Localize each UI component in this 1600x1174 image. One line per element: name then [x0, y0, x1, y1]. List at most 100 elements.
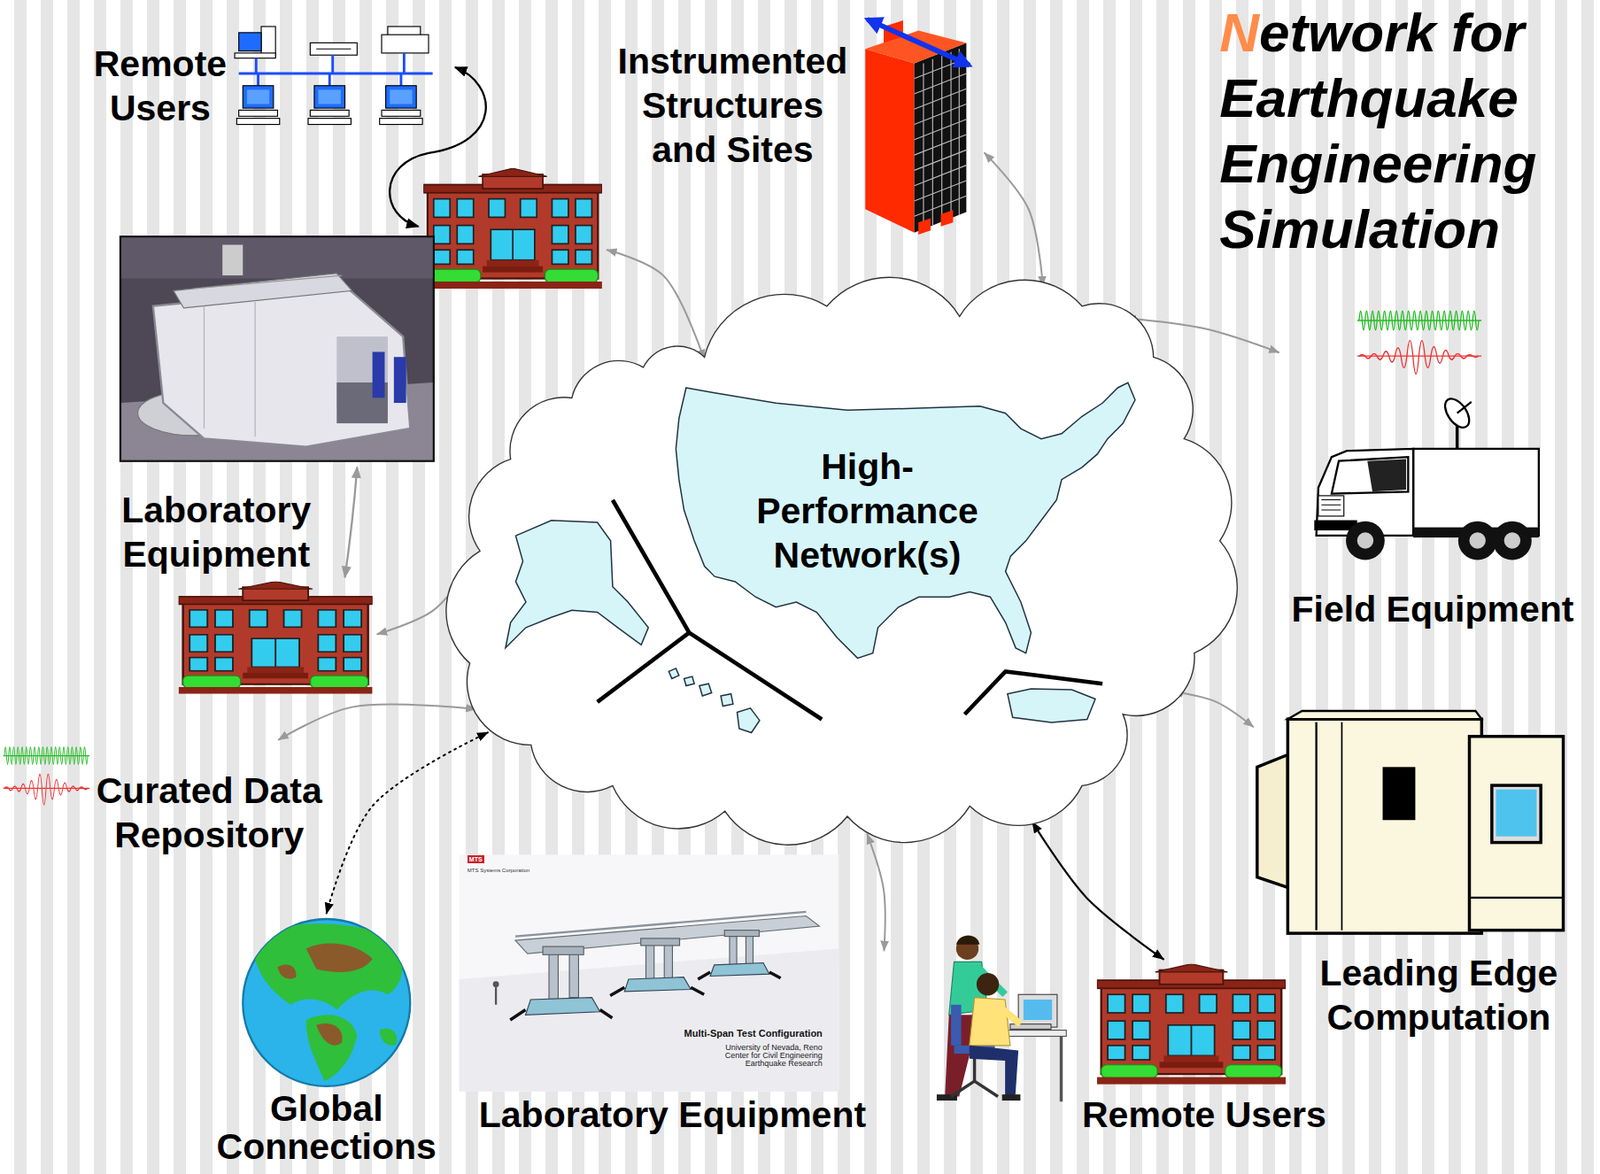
bridge-test-image — [494, 987, 497, 1005]
field-truck — [1468, 532, 1485, 549]
field-truck — [1457, 401, 1472, 414]
instrumented-tower — [918, 218, 931, 235]
computer-network-icon — [328, 73, 332, 86]
people-at-computer — [1004, 1030, 1067, 1037]
computer-network-icon — [399, 73, 402, 86]
node-label: High-Performance Network(s) — [739, 444, 997, 578]
globe-icon — [316, 1023, 342, 1046]
computer-network-icon — [331, 54, 334, 74]
field-truck — [1367, 458, 1407, 492]
bridge-test-image — [710, 963, 770, 977]
supercomputer — [1257, 755, 1289, 889]
computer-network-icon — [234, 53, 276, 59]
supercomputer — [1468, 896, 1563, 899]
lab-equipment-site: Laboratory Equipment — [101, 486, 378, 700]
logo-text: MTS — [467, 855, 485, 864]
instrumented-tower — [865, 48, 914, 232]
node-label: Laboratory Equipment — [463, 1092, 881, 1137]
instrumented-tower — [941, 209, 954, 226]
node-label: Global Connections — [208, 1089, 444, 1167]
data-repository: Curated Data Repository — [7, 740, 335, 863]
lab-equipment-site: Laboratory Equipment — [456, 847, 884, 1140]
field-truck — [1331, 456, 1408, 494]
bridge-test-image — [510, 1010, 612, 1021]
bridge-test-image — [610, 987, 704, 996]
globe-icon — [255, 923, 402, 1082]
field-truck — [1504, 532, 1521, 549]
bridge-test-image — [542, 946, 584, 955]
map-region — [698, 683, 712, 696]
people-at-computer — [956, 935, 981, 944]
remote-users-site: Remote Users — [918, 958, 1341, 1139]
bridge-test-image — [641, 938, 681, 946]
shake-table-photo — [193, 275, 342, 289]
shake-table-photo — [372, 351, 386, 398]
field-truck — [1492, 521, 1532, 561]
supercomputer — [1495, 789, 1537, 837]
people-at-computer — [969, 997, 1011, 1046]
connector — [867, 834, 886, 951]
computer-network-icon — [314, 85, 346, 109]
shake-table-photo — [173, 273, 353, 309]
field-truck — [1345, 521, 1385, 561]
people-at-computer — [976, 973, 999, 996]
field-truck — [1455, 424, 1459, 449]
supercomputer — [1468, 736, 1563, 931]
globe-icon — [306, 942, 373, 972]
seismic-waveform — [2, 747, 90, 805]
node-label: Instrumented Structures and Sites — [610, 38, 855, 172]
map-divider — [596, 500, 1102, 720]
globe-icon — [277, 964, 296, 979]
bridge-test-image — [664, 942, 673, 982]
bridge-test-image — [493, 981, 500, 988]
instrumented-structure: Instrumented Structures and Sites — [607, 7, 985, 240]
bridge-test-image — [624, 977, 691, 992]
bridge-test-image — [569, 951, 579, 998]
computer-network-icon — [242, 85, 274, 109]
instrumented-tower — [914, 48, 967, 229]
node-label: Leading Edge Computation — [1312, 950, 1565, 1040]
map-region — [683, 676, 695, 686]
computer-network-icon — [318, 89, 341, 104]
computer-network-icon — [381, 34, 429, 54]
title-block: Network for Earthquake Engineering Simul… — [1219, 0, 1574, 263]
field-truck — [1321, 500, 1341, 511]
figure-caption: Multi-Span Test Configuration — [684, 1028, 823, 1039]
globe-icon — [306, 1014, 358, 1082]
supercomputer — [1341, 722, 1344, 931]
computer-network-icon — [239, 109, 279, 116]
bridge-test-image — [515, 912, 806, 937]
bridge-test-image — [459, 854, 840, 1091]
supercomputer — [1314, 722, 1317, 931]
computer-network-icon — [316, 48, 351, 50]
computer-network-icon — [256, 73, 260, 86]
instrumented-tower — [865, 19, 970, 235]
map-region — [504, 520, 648, 649]
university-building — [423, 168, 603, 289]
bridge-test-image — [745, 934, 753, 966]
people-at-computer — [1023, 999, 1052, 1021]
node-label: Laboratory Equipment — [105, 487, 327, 577]
computer-network-icon — [247, 89, 270, 104]
network-cloud: High-Performance Network(s) — [439, 267, 1251, 859]
shake-table-photo — [120, 236, 434, 461]
people-at-computer — [969, 1045, 1019, 1098]
bridge-test-image — [459, 854, 840, 1091]
bridge-test-image — [645, 944, 654, 984]
instrumented-tower — [867, 19, 970, 66]
field-truck — [1440, 394, 1475, 433]
node-label: Remote Users — [76, 41, 245, 131]
university-building — [178, 581, 373, 695]
cloud-outline — [445, 277, 1237, 845]
globe-icon — [242, 919, 410, 1087]
computer-network-icon — [308, 118, 351, 125]
field-truck — [1357, 532, 1374, 549]
computer-network-icon — [309, 109, 349, 116]
globe-icon — [255, 923, 402, 1010]
computer-network-icon — [402, 53, 406, 74]
field-equipment: Field Equipment — [1278, 301, 1587, 634]
institution-text: Earthquake Research — [745, 1059, 823, 1068]
map-region — [736, 708, 759, 734]
connector — [278, 704, 476, 741]
